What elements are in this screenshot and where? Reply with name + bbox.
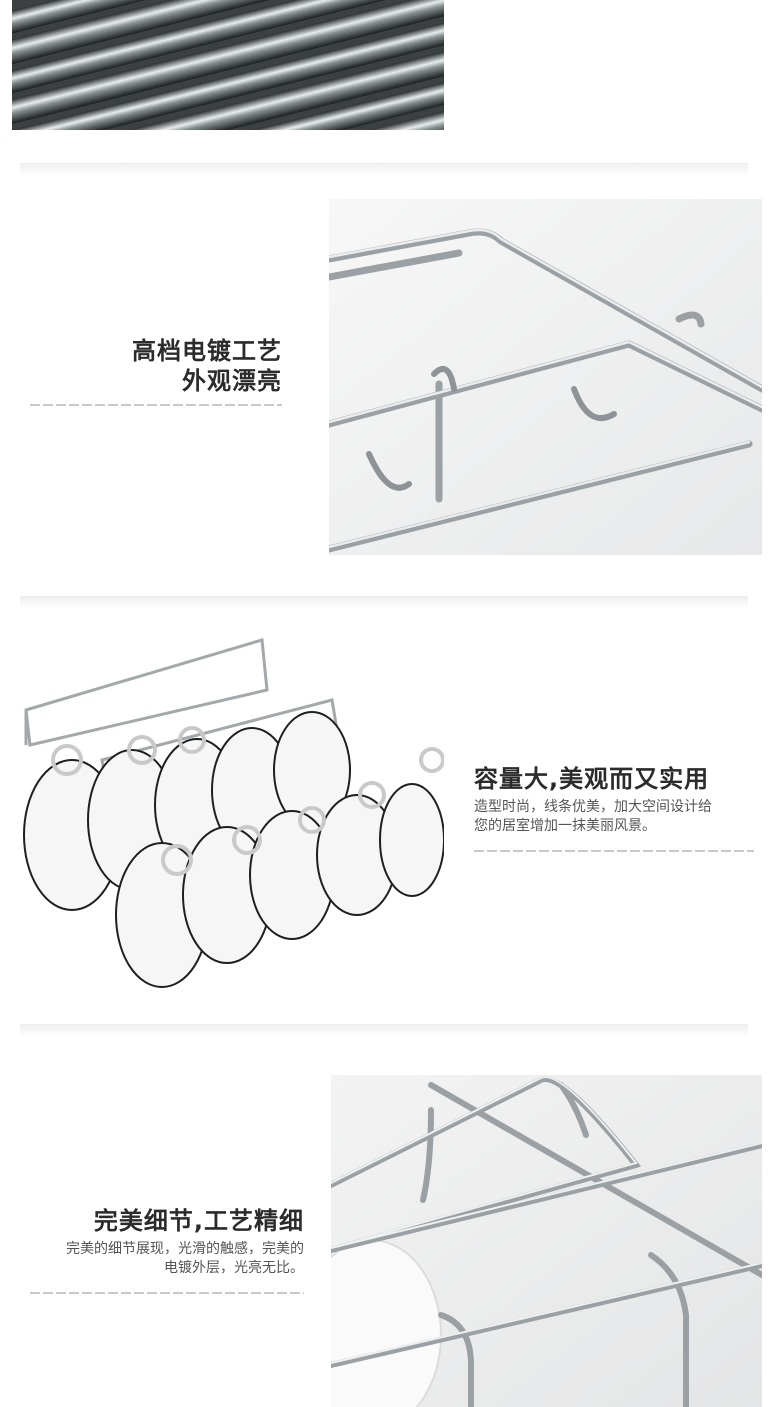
fine-print-decoration <box>30 402 282 412</box>
section-capacity-text: 容量大,美观而又实用 造型时尚，线条优美，加大空间设计给 您的居室增加一抹美丽风… <box>474 764 754 858</box>
fine-print-decoration <box>30 1290 304 1300</box>
rack-with-cups-photo <box>12 630 444 992</box>
section-divider <box>20 163 748 176</box>
detail-desc-line2: 电镀外层，光亮无比。 <box>164 1260 304 1276</box>
rods-closeup-drawing <box>12 0 444 130</box>
detail-desc-line1: 完美的细节展现，光滑的触感，完美的 <box>66 1241 304 1257</box>
plating-heading-line2: 外观漂亮 <box>182 367 282 395</box>
rack-detail-photo <box>331 1075 762 1407</box>
detail-heading: 完美细节,工艺精细 <box>93 1207 304 1235</box>
fine-print-decoration <box>474 848 754 858</box>
rack-detail-drawing <box>331 1075 762 1407</box>
plating-heading-line1: 高档电镀工艺 <box>132 337 282 365</box>
section-divider <box>20 596 748 609</box>
rack-plating-drawing <box>329 199 762 555</box>
capacity-desc-line2: 您的居室增加一抹美丽风景。 <box>474 818 656 834</box>
capacity-heading: 容量大,美观而又实用 <box>474 765 710 793</box>
rack-plating-photo <box>329 199 762 555</box>
capacity-desc-line1: 造型时尚，线条优美，加大空间设计给 <box>474 799 712 815</box>
rack-with-cups-drawing <box>12 630 444 992</box>
section-divider <box>20 1024 748 1037</box>
section-detail-text: 完美细节,工艺精细 完美的细节展现，光滑的触感，完美的 电镀外层，光亮无比。 <box>30 1206 304 1300</box>
rods-closeup-photo <box>12 0 444 130</box>
section-plating-text: 高档电镀工艺 外观漂亮 <box>30 336 282 412</box>
